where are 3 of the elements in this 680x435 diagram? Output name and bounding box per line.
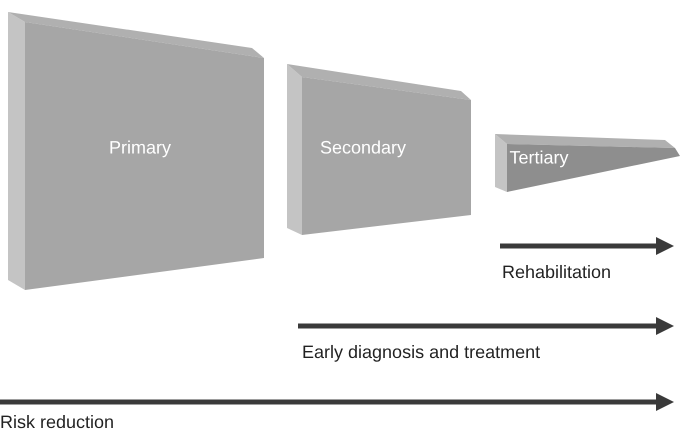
arrow-label: Early diagnosis and treatment — [302, 342, 540, 363]
arrow-label: Rehabilitation — [502, 262, 612, 283]
arrow-label: Risk reduction — [0, 412, 114, 433]
